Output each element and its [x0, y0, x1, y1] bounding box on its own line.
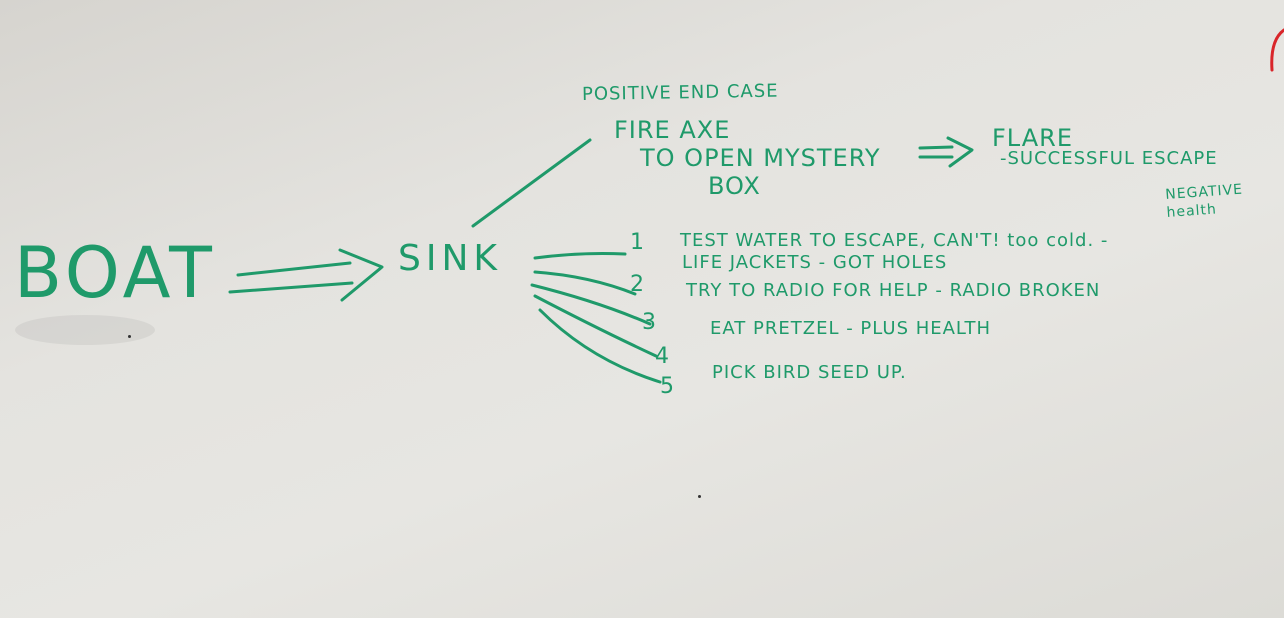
option-number: 3 — [642, 310, 657, 335]
positive-result-note: -SUCCESSFUL ESCAPE — [1000, 148, 1218, 169]
boat-to-sink-arrow — [228, 248, 384, 302]
event-label-sink: SINK — [398, 238, 503, 279]
option-text: TEST WATER TO ESCAPE, CAN'T! too cold. - — [680, 230, 1109, 251]
red-marker-mark — [1270, 28, 1284, 72]
mystery-to-flare-arrow — [918, 136, 974, 168]
option-number: 1 — [630, 230, 645, 255]
positive-result: FLARE — [992, 124, 1073, 152]
eraser-smudge — [15, 315, 155, 345]
branch-3 — [530, 283, 652, 326]
option-text: LIFE JACKETS - GOT HOLES — [682, 252, 948, 273]
dot-mark — [128, 335, 131, 338]
branch-1 — [533, 252, 627, 260]
option-number: 2 — [630, 272, 645, 297]
option-number: 4 — [655, 344, 670, 369]
branch-2 — [533, 270, 637, 296]
root-label-boat: BOAT — [14, 232, 216, 314]
option-number: 5 — [660, 374, 675, 399]
sink-to-positive-line — [471, 138, 592, 228]
positive-heading: POSITIVE END CASE — [581, 80, 779, 105]
positive-line-1: FIRE AXE — [614, 116, 731, 144]
dot-mark — [698, 495, 701, 498]
option-text: PICK BIRD SEED UP. — [712, 362, 907, 383]
positive-line-3: BOX — [708, 172, 761, 200]
option-note: NEGATIVE health — [1164, 181, 1244, 221]
branch-4 — [533, 294, 658, 358]
option-text: EAT PRETZEL - PLUS HEALTH — [710, 318, 992, 339]
option-text: TRY TO RADIO FOR HELP - RADIO BROKEN — [686, 280, 1101, 301]
branch-5 — [538, 308, 662, 384]
positive-line-2: TO OPEN MYSTERY — [640, 144, 881, 172]
